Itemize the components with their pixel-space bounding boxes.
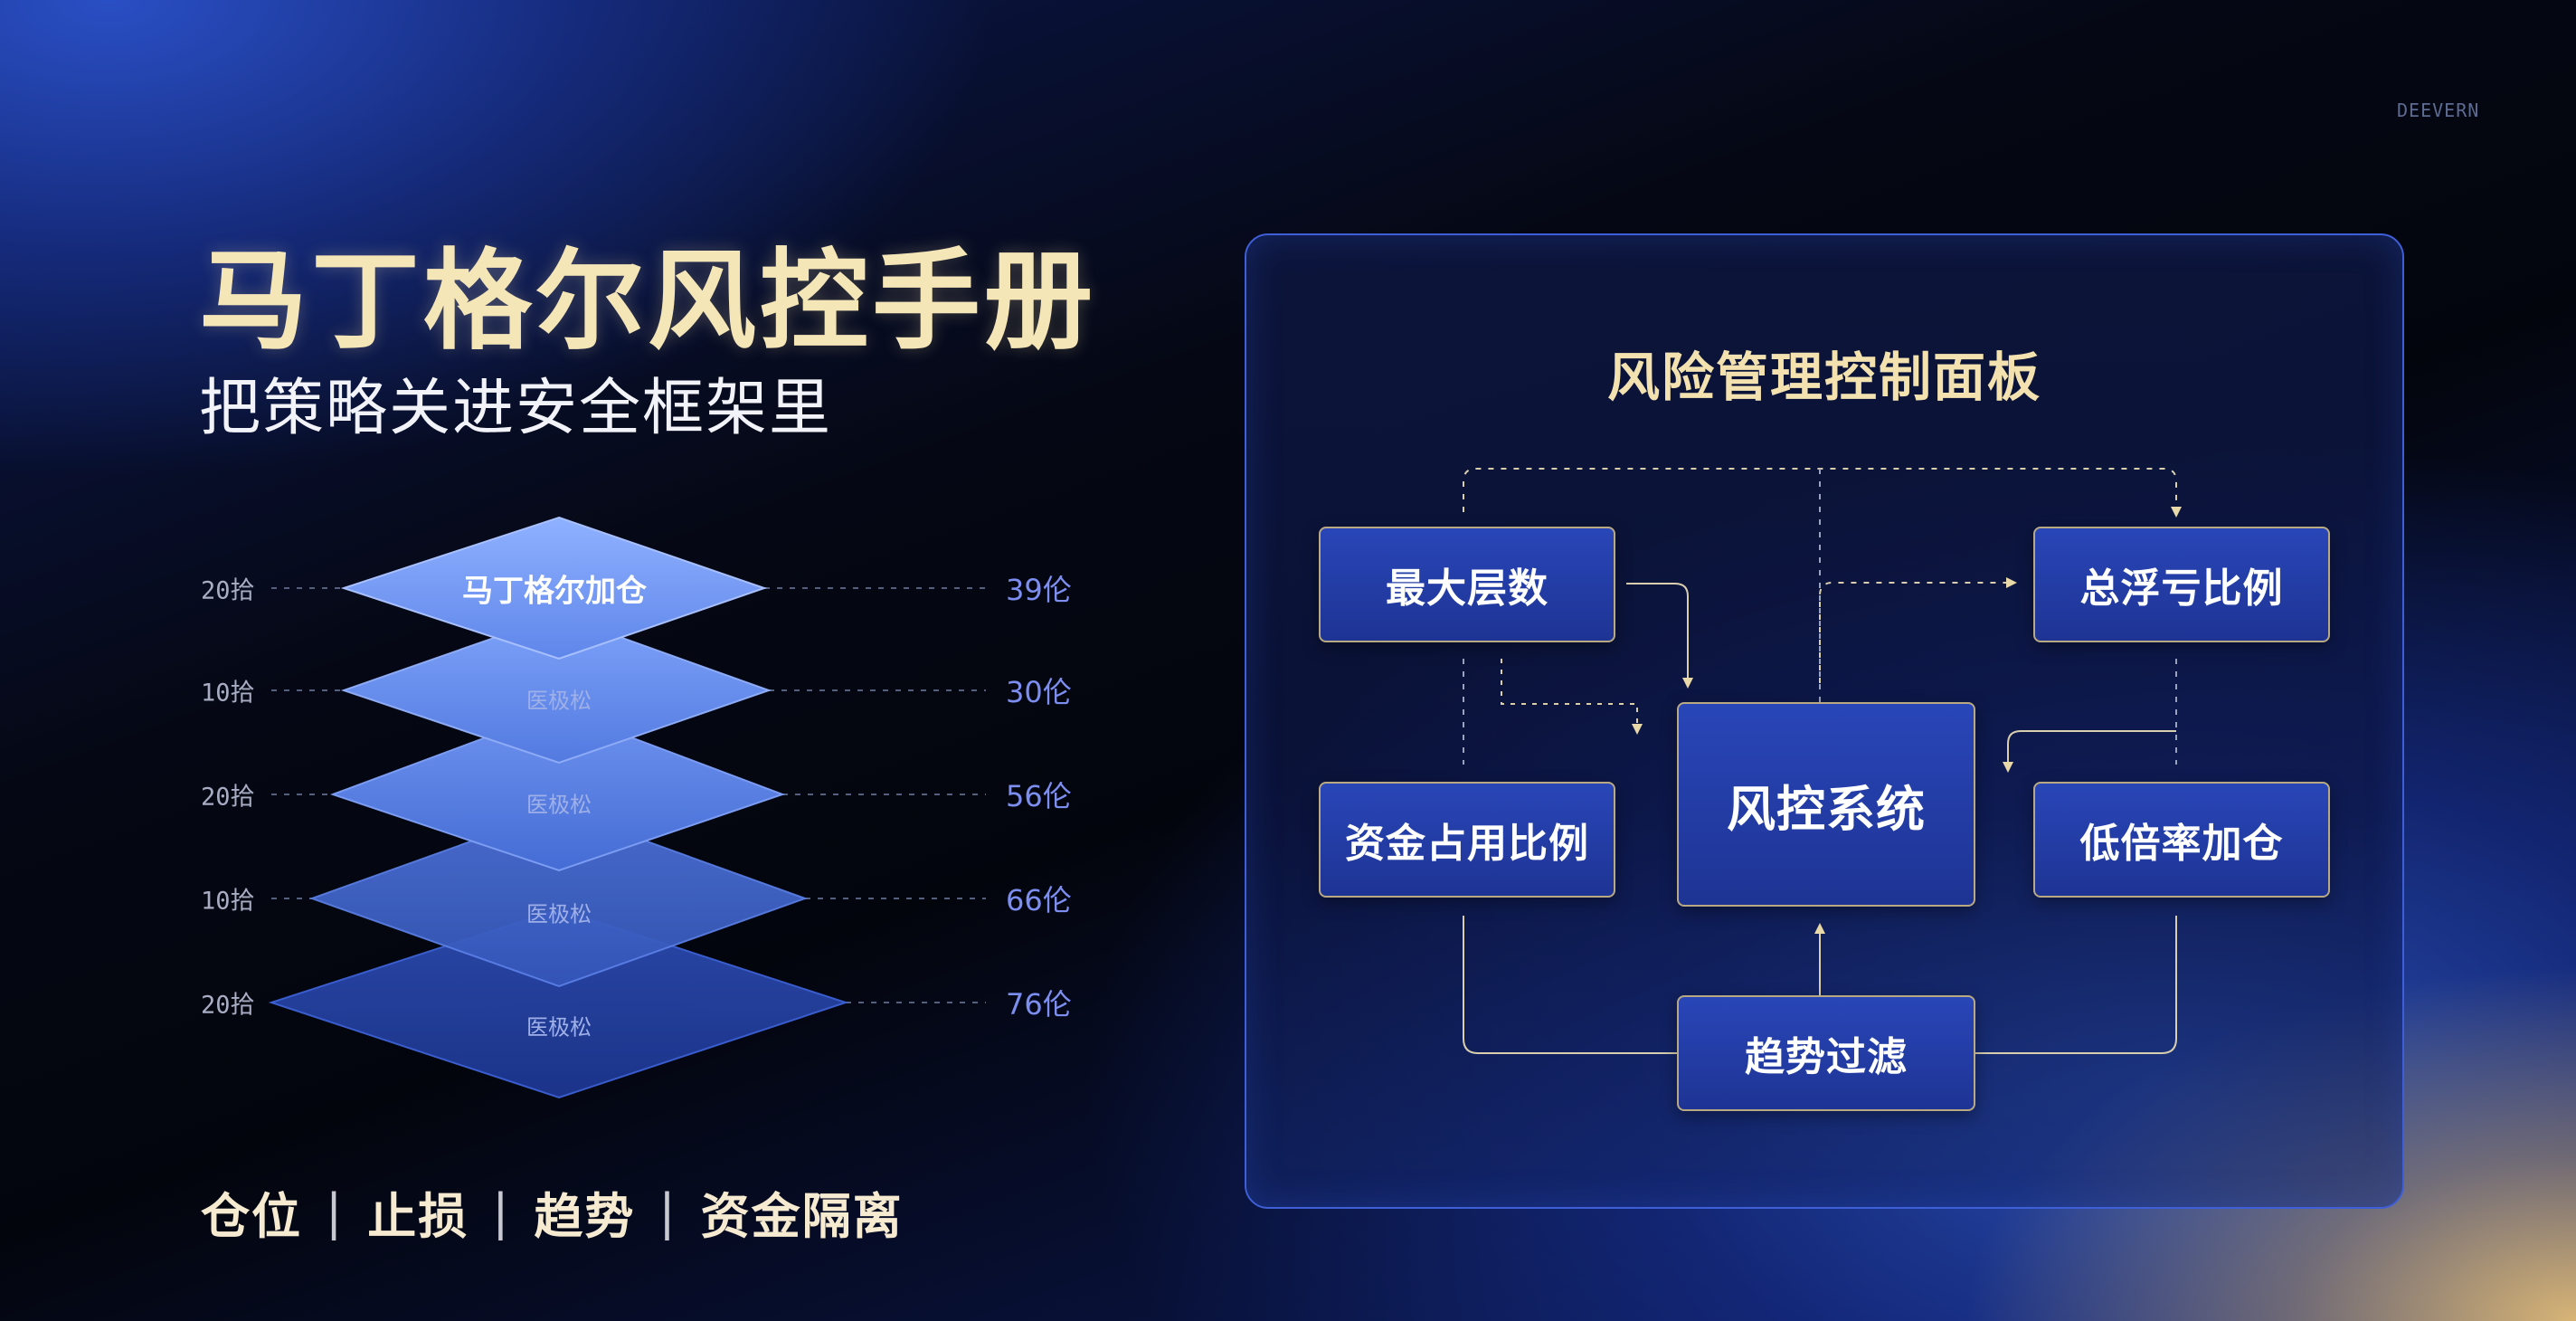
layer-left-value-2: 10拾 <box>201 679 255 708</box>
layer-left-value-4: 10拾 <box>201 887 255 916</box>
subtitle: 把策略关进安全框架里 <box>199 373 833 444</box>
layer-diamond-4 <box>309 808 808 988</box>
footer-tag-position: 仓位 <box>201 1188 302 1245</box>
watermark: DEEVERN <box>2397 100 2480 121</box>
risk-control-panel: 风险管理控制面板 <box>1245 233 2404 1209</box>
layer-right-value-5: 76伦 <box>1006 987 1072 1022</box>
layer-diamond-2 <box>340 613 772 765</box>
layer-diamond-3 <box>330 708 785 872</box>
layer-right-value-3: 56伦 <box>1006 779 1072 813</box>
layer-label-4: 医极松 <box>526 901 592 927</box>
layer-label-3: 医极松 <box>526 792 592 818</box>
layer-stack: 20拾 10拾 20拾 10拾 20拾 39伦 30伦 56伦 66伦 76伦 … <box>0 0 1176 1321</box>
connector-low-to-trend <box>1961 916 2177 1054</box>
layer-right-value-2: 30伦 <box>1006 675 1072 709</box>
node-low-multiplier-add[interactable]: 低倍率加仓 <box>2033 782 2330 898</box>
layer-left-value-5: 20拾 <box>201 991 255 1020</box>
connector-max-dashed-system <box>1501 659 1643 735</box>
connector-top-loop <box>1463 468 2182 518</box>
connector-max-to-system <box>1626 583 1693 689</box>
layer-label-1: 马丁格尔加仓 <box>462 573 647 610</box>
layer-label-5: 医极松 <box>526 1014 592 1041</box>
node-float-loss-ratio[interactable]: 总浮亏比例 <box>2033 527 2330 642</box>
connector-lines <box>1463 468 2182 1054</box>
layer-right-value-4: 66伦 <box>1006 883 1072 917</box>
layer-stack-graphic <box>268 516 986 1099</box>
connector-capital-to-trend <box>1463 916 1679 1054</box>
layer-right-value-1: 39伦 <box>1006 573 1072 607</box>
panel-title: 风险管理控制面板 <box>1606 347 2041 408</box>
footer-tag-trend: 趋势 <box>534 1188 636 1245</box>
layer-left-value-3: 20拾 <box>201 783 255 812</box>
layer-label-2: 医极松 <box>526 688 592 714</box>
footer-tag-stop-loss: 止损 <box>367 1188 469 1245</box>
footer-separator: | <box>658 1183 677 1240</box>
connector-float-to-system <box>2003 730 2176 773</box>
node-capital-usage-ratio[interactable]: 资金占用比例 <box>1319 782 1615 898</box>
layer-diamond-5 <box>268 908 849 1099</box>
layer-diamond-1 <box>340 516 768 660</box>
footer-tag-capital-isolation: 资金隔离 <box>700 1188 904 1245</box>
footer-separator: | <box>326 1183 345 1240</box>
footer-tags: 仓位 | 止损 | 趋势 | 资金隔离 <box>201 1176 904 1248</box>
node-max-layers[interactable]: 最大层数 <box>1319 527 1615 642</box>
node-risk-system[interactable]: 风控系统 <box>1677 702 1975 907</box>
connector-system-to-float <box>1819 577 2017 683</box>
node-trend-filter[interactable]: 趋势过滤 <box>1677 995 1975 1111</box>
footer-separator: | <box>492 1183 511 1240</box>
layer-left-value-1: 20拾 <box>201 576 255 605</box>
main-title: 马丁格尔风控手册 <box>199 239 1096 365</box>
